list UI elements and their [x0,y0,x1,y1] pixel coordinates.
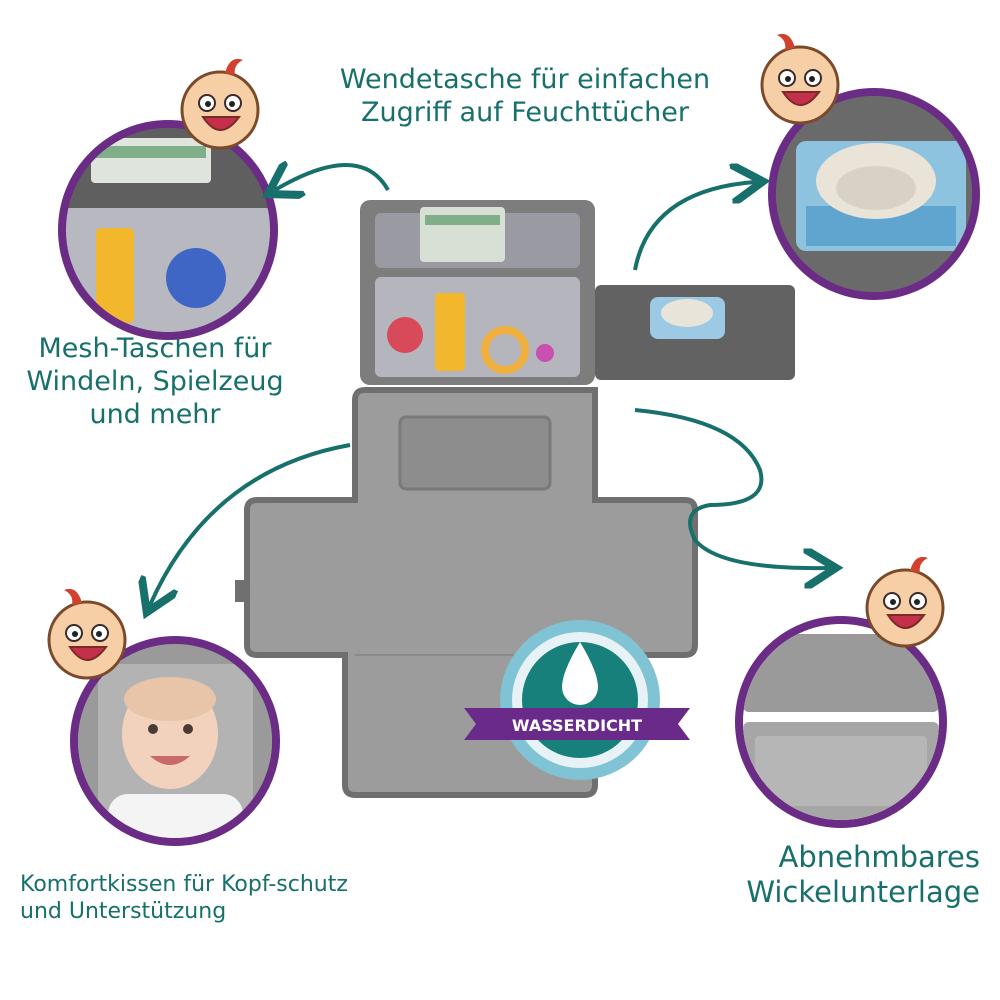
water-drop-icon [562,642,598,705]
caption-line: Wendetasche für einfachen [339,64,711,95]
baby-mascot-icon [865,556,945,648]
caption-comfort-pillow: Komfortkissen für Kopf-schutz und Unters… [20,872,440,926]
caption-line: Windeln, Spielzeug [26,365,284,397]
caption-removable-pad: Abnehmbares Wickelunterlage [690,840,980,911]
detail-circle-baby-pillow [70,636,280,846]
head-pillow [398,415,552,491]
caption-reversible-pocket: Wendetasche für einfachen Zugriff auf Fe… [300,64,750,130]
baby-mascot-icon [180,58,260,150]
caption-line: Komfortkissen für Kopf-schutz [20,872,348,897]
toy [387,317,423,353]
caption-line: Wickelunterlage [746,875,980,910]
strap [235,580,250,602]
caption-line: und mehr [89,398,221,430]
detail-circle-mesh-pockets [58,120,278,340]
badge-ribbon [464,708,690,740]
detail-circle-removable-pad [735,616,947,828]
caption-line: Abnehmbares [778,840,980,874]
waterproof-badge: WASSERDICHT [464,620,690,780]
baby-mascot-icon [760,33,840,125]
caption-line: Zugriff auf Feuchttücher [361,96,689,128]
badge-label: WASSERDICHT [512,716,642,735]
teething-ring [481,326,529,374]
caption-line: und Unterstützung [20,898,227,924]
baby-mascot-icon [47,588,127,680]
cream-tube [435,293,465,371]
